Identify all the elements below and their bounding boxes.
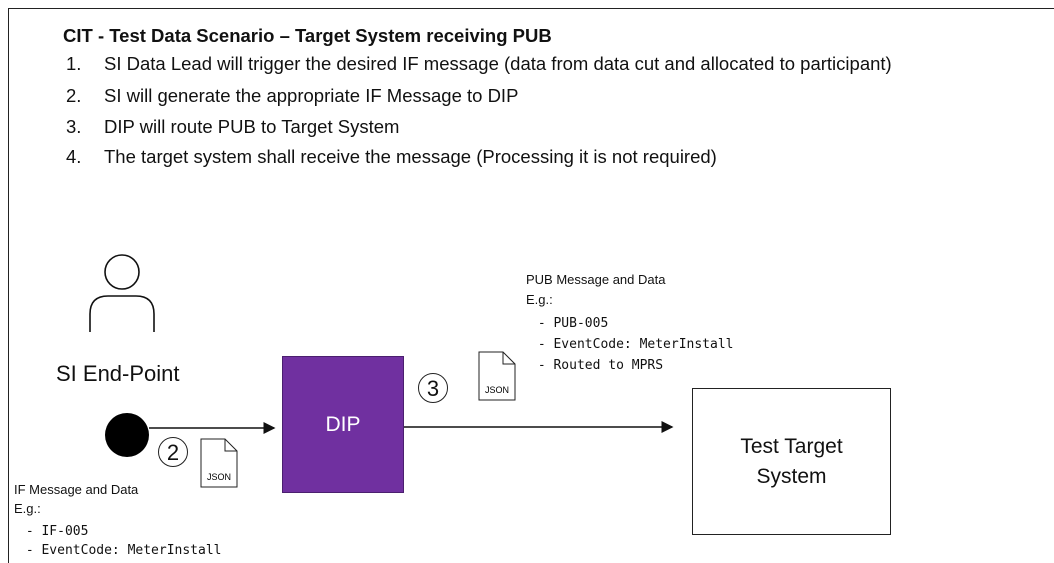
step-item-2: 2. SI will generate the appropriate IF Me… xyxy=(66,85,518,107)
step-number: 3. xyxy=(66,116,82,137)
if-note-item: - EventCode: MeterInstall xyxy=(18,543,222,558)
endpoint-node xyxy=(105,413,149,457)
step-number: 2. xyxy=(66,85,82,106)
pub-note-item: - PUB-005 xyxy=(530,316,609,331)
if-note-item: - IF-005 xyxy=(18,524,89,539)
step-2-marker: 2 xyxy=(158,437,188,467)
target-label-line-1: Test Target xyxy=(740,434,843,458)
pub-note-eg: E.g.: xyxy=(526,292,553,307)
if-note-heading: IF Message and Data xyxy=(14,482,139,497)
step-item-4: 4. The target system shall receive the me… xyxy=(66,146,717,168)
json-document-icon: JSON xyxy=(478,351,516,406)
slide-title: CIT - Test Data Scenario – Target System… xyxy=(63,25,552,46)
step-number: 4. xyxy=(66,146,82,167)
if-note-eg: E.g.: xyxy=(14,501,41,516)
target-label-line-2: System xyxy=(756,464,827,488)
step-number: 1. xyxy=(66,53,82,74)
step-text: DIP will route PUB to Target System xyxy=(104,116,400,137)
pub-note-heading: PUB Message and Data xyxy=(526,272,666,287)
step-text: The target system shall receive the mess… xyxy=(104,146,717,167)
json-label: JSON xyxy=(485,385,509,395)
dip-node: DIP xyxy=(282,356,404,493)
step-item-1: 1. SI Data Lead will trigger the desired … xyxy=(66,53,892,75)
user-icon xyxy=(89,254,155,332)
step-3-marker: 3 xyxy=(418,373,448,403)
pub-note-item: - Routed to MPRS xyxy=(530,358,664,373)
target-system-node: Test Target System xyxy=(692,388,891,535)
json-label: JSON xyxy=(207,472,231,482)
step-text: SI Data Lead will trigger the desired IF… xyxy=(104,53,892,74)
json-document-icon: JSON xyxy=(200,438,238,493)
pub-note-item: - EventCode: MeterInstall xyxy=(530,337,734,352)
step-text: SI will generate the appropriate IF Mess… xyxy=(104,85,519,106)
slide-frame xyxy=(8,8,1054,563)
dip-label: DIP xyxy=(325,412,361,436)
step-item-3: 3. DIP will route PUB to Target System xyxy=(66,116,399,138)
endpoint-label: SI End-Point xyxy=(56,361,180,386)
